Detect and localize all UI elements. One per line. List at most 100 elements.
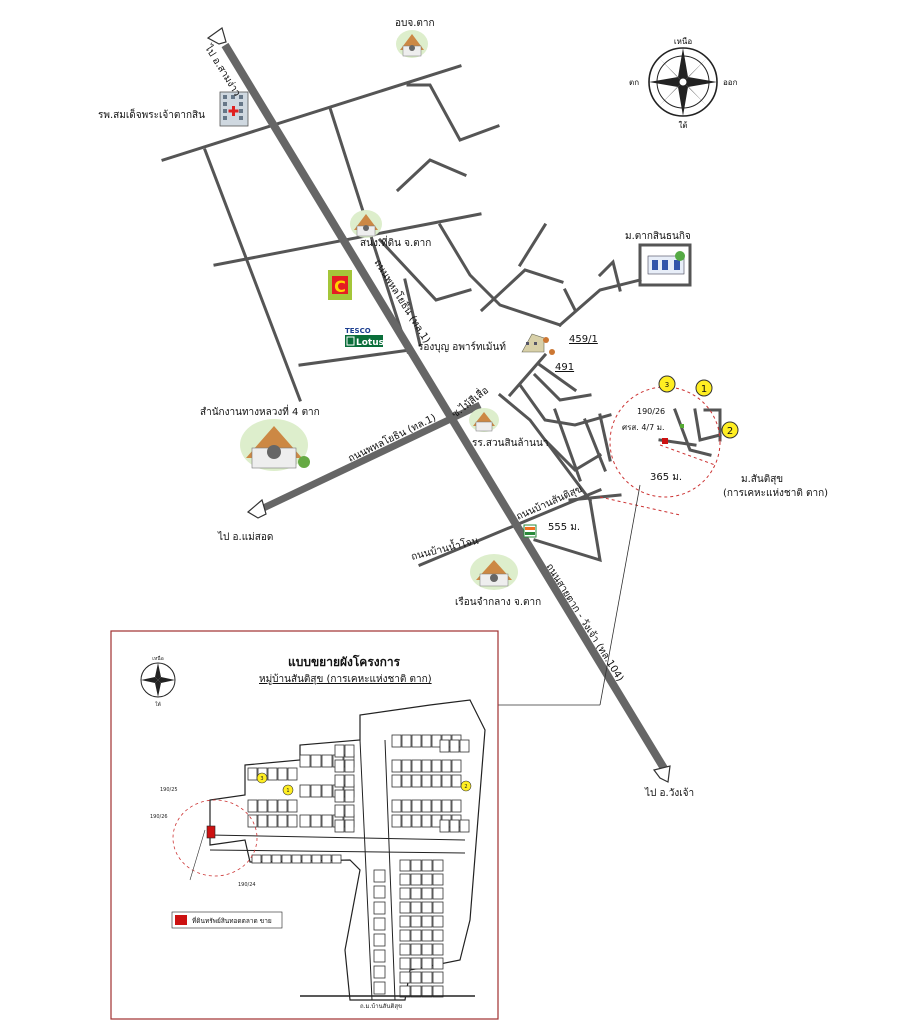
university-block	[638, 243, 692, 287]
road-mid-2	[406, 83, 500, 142]
gov-building-icon-highway-office	[240, 419, 310, 471]
convenience-store-icon	[523, 524, 537, 538]
inset-marker-1: 1	[282, 784, 294, 796]
inset-plot-lot	[291, 854, 302, 864]
marker-1: 1	[695, 379, 713, 397]
inset-plot-lot	[431, 774, 442, 788]
inset-plot-lot	[441, 774, 452, 788]
inset-plot-lot	[421, 887, 433, 900]
compass-north: เหนือ	[674, 37, 692, 46]
gov-building-icon-prison	[470, 554, 518, 590]
inset-plot-lot	[247, 799, 258, 813]
inset-plot-lot	[410, 957, 422, 970]
inset-plot-lot	[344, 819, 355, 833]
inset-plot-lot	[321, 754, 333, 768]
label-university: ม.ตากสินธนกิจ	[625, 231, 691, 242]
village-road-2	[693, 408, 722, 442]
inset-site-marker	[206, 825, 216, 839]
label-santisuk-road: ถนนบ้านสันติสุข	[514, 483, 584, 523]
inset-plot-lot	[431, 799, 442, 813]
santisuk-road	[533, 498, 602, 563]
road-east-3	[517, 222, 548, 268]
inset-plot-lot	[399, 971, 411, 984]
inset-plot-lot	[261, 854, 272, 864]
inset-plot-lot	[247, 767, 258, 781]
inset-plot-lot	[334, 819, 345, 833]
inset-plot-lot	[399, 943, 411, 956]
inset-plot-lot	[373, 885, 386, 899]
label-to-wangchao: ไป อ.วังเจ้า	[644, 787, 694, 799]
inset-plot-lot	[310, 814, 322, 828]
inset-plot-lot	[344, 744, 355, 758]
svg-text:2: 2	[727, 426, 733, 437]
inset-plot-lot	[431, 759, 442, 773]
inset-plot-lot	[311, 854, 322, 864]
compass-south: ใต้	[678, 121, 687, 130]
inset-plot-lot	[299, 814, 311, 828]
highway-to-maesot	[253, 401, 482, 516]
inset-plot-lot	[399, 915, 411, 928]
inset-plot-lot	[432, 887, 444, 900]
label-apartment: รองบุญ อพาร์ทเม้นท์	[418, 341, 506, 353]
inset-plot-lot	[281, 854, 292, 864]
inset-label-190-26: 190/26	[150, 814, 168, 820]
road-east-1	[437, 222, 562, 327]
inset-plot-lot	[421, 759, 432, 773]
inset-plot-lot	[267, 814, 278, 828]
inset-plot-lot	[432, 971, 444, 984]
road-se-3	[532, 372, 592, 402]
inset-plot-lot	[257, 799, 268, 813]
inset-plot-lot	[251, 854, 262, 864]
inset-plot-lot	[391, 814, 402, 828]
svg-text:2: 2	[464, 784, 467, 790]
inset-plot-lot	[421, 859, 433, 872]
village-road-1	[673, 408, 712, 457]
inset-plot-lot	[421, 774, 432, 788]
inset-plot-lot	[432, 929, 444, 942]
bigc-logo: C	[328, 270, 352, 300]
pin-icon-459	[543, 337, 549, 343]
inset-plot-lot	[287, 767, 298, 781]
inset-plot-lot	[432, 859, 444, 872]
label-hospital: รพ.สมเด็จพระเจ้าตากสิน	[98, 107, 205, 121]
label-highway-office: สำนักงานทางหลวงที่ 4 ตาก	[200, 404, 320, 418]
svg-text:TESCO: TESCO	[345, 327, 371, 335]
road-mid-7	[298, 348, 412, 367]
inset-plot-lot	[410, 887, 422, 900]
inset-plot-lot	[344, 804, 355, 818]
inset-connector	[599, 484, 641, 706]
arrow-to-wangchao	[652, 765, 671, 783]
svg-text:1: 1	[286, 788, 289, 794]
site-marker-green	[680, 424, 684, 428]
road-east-4	[557, 278, 642, 328]
gov-building-icon-land	[350, 210, 382, 238]
school-icon	[469, 408, 499, 432]
compass-west: ตก	[629, 78, 639, 87]
inset-proximity-circle	[172, 799, 258, 877]
inset-plot-lot	[373, 949, 386, 963]
inset-plot-lot	[373, 917, 386, 931]
inset-plot-lot	[334, 804, 345, 818]
arrow-to-sampang	[206, 27, 227, 45]
highway-phahon	[221, 42, 669, 773]
inset-plot-lot	[451, 799, 462, 813]
inset-plot-lot	[399, 859, 411, 872]
inset-plot-lot	[441, 759, 452, 773]
inset-plot-lot	[432, 985, 444, 998]
inset-plot-lot	[432, 873, 444, 886]
inset-plot-lot	[410, 943, 422, 956]
road-west-1	[203, 148, 302, 402]
road-east-5	[562, 287, 578, 313]
inset-pointer-line	[189, 829, 206, 881]
road-east-6	[597, 259, 622, 292]
road-north	[161, 64, 462, 162]
inset-plot-lot	[449, 739, 460, 753]
svg-text:เหนือ: เหนือ	[152, 655, 163, 662]
distance-line-555	[599, 496, 681, 516]
gov-building-icon-obj	[396, 30, 428, 58]
label-459: 459/1	[569, 334, 598, 345]
svg-text:3: 3	[260, 776, 263, 782]
inset-plot-lot	[410, 915, 422, 928]
arrow-to-maesot	[246, 498, 267, 519]
inset-plot-lot	[411, 814, 422, 828]
